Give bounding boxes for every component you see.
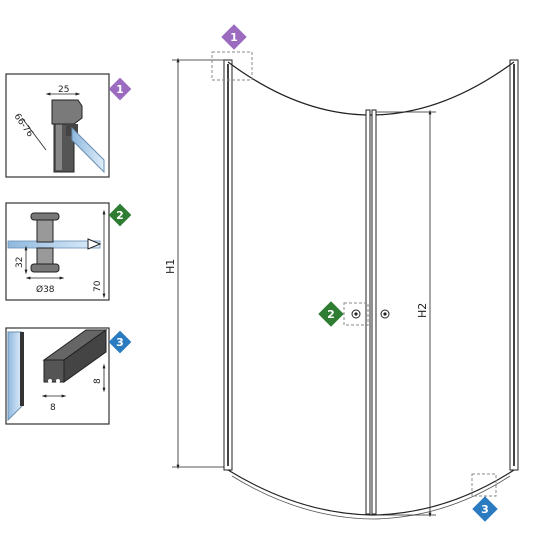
detail-2-dim-height: 32	[15, 257, 25, 268]
dimension-h2: H2	[376, 109, 436, 518]
svg-text:1: 1	[230, 31, 238, 44]
svg-text:3: 3	[481, 503, 489, 516]
svg-text:1: 1	[116, 83, 124, 96]
svg-text:2: 2	[327, 308, 335, 321]
detail-2-dim-offset: 70	[93, 280, 103, 292]
detail-2-badge: 2	[108, 203, 132, 227]
enclosure-frame	[223, 59, 519, 520]
detail-1-panel: 25 66-76	[5, 73, 110, 178]
detail-2-panel: 32 Ø38 70	[5, 202, 110, 301]
detail-3-panel: 8 8	[5, 327, 110, 425]
callout-badge-2: 2	[318, 301, 344, 327]
detail-1-dim-width: 25	[58, 85, 69, 95]
h2-label: H2	[416, 303, 429, 318]
callout-box-1	[211, 51, 253, 81]
h1-label: H1	[164, 259, 177, 274]
svg-text:3: 3	[116, 336, 124, 349]
callout-box-2	[343, 302, 369, 326]
svg-text:2: 2	[116, 209, 124, 222]
detail-2-dim-diameter: Ø38	[36, 284, 55, 295]
detail-3-dim-height: 8	[93, 378, 103, 384]
dimension-h1: H1	[164, 57, 224, 470]
callout-badge-3: 3	[472, 496, 498, 522]
detail-3-badge: 3	[108, 330, 132, 354]
callout-badge-1: 1	[221, 24, 247, 50]
detail-3-dim-width: 8	[50, 403, 56, 413]
callout-box-3	[471, 473, 497, 497]
detail-1-badge: 1	[108, 77, 132, 101]
